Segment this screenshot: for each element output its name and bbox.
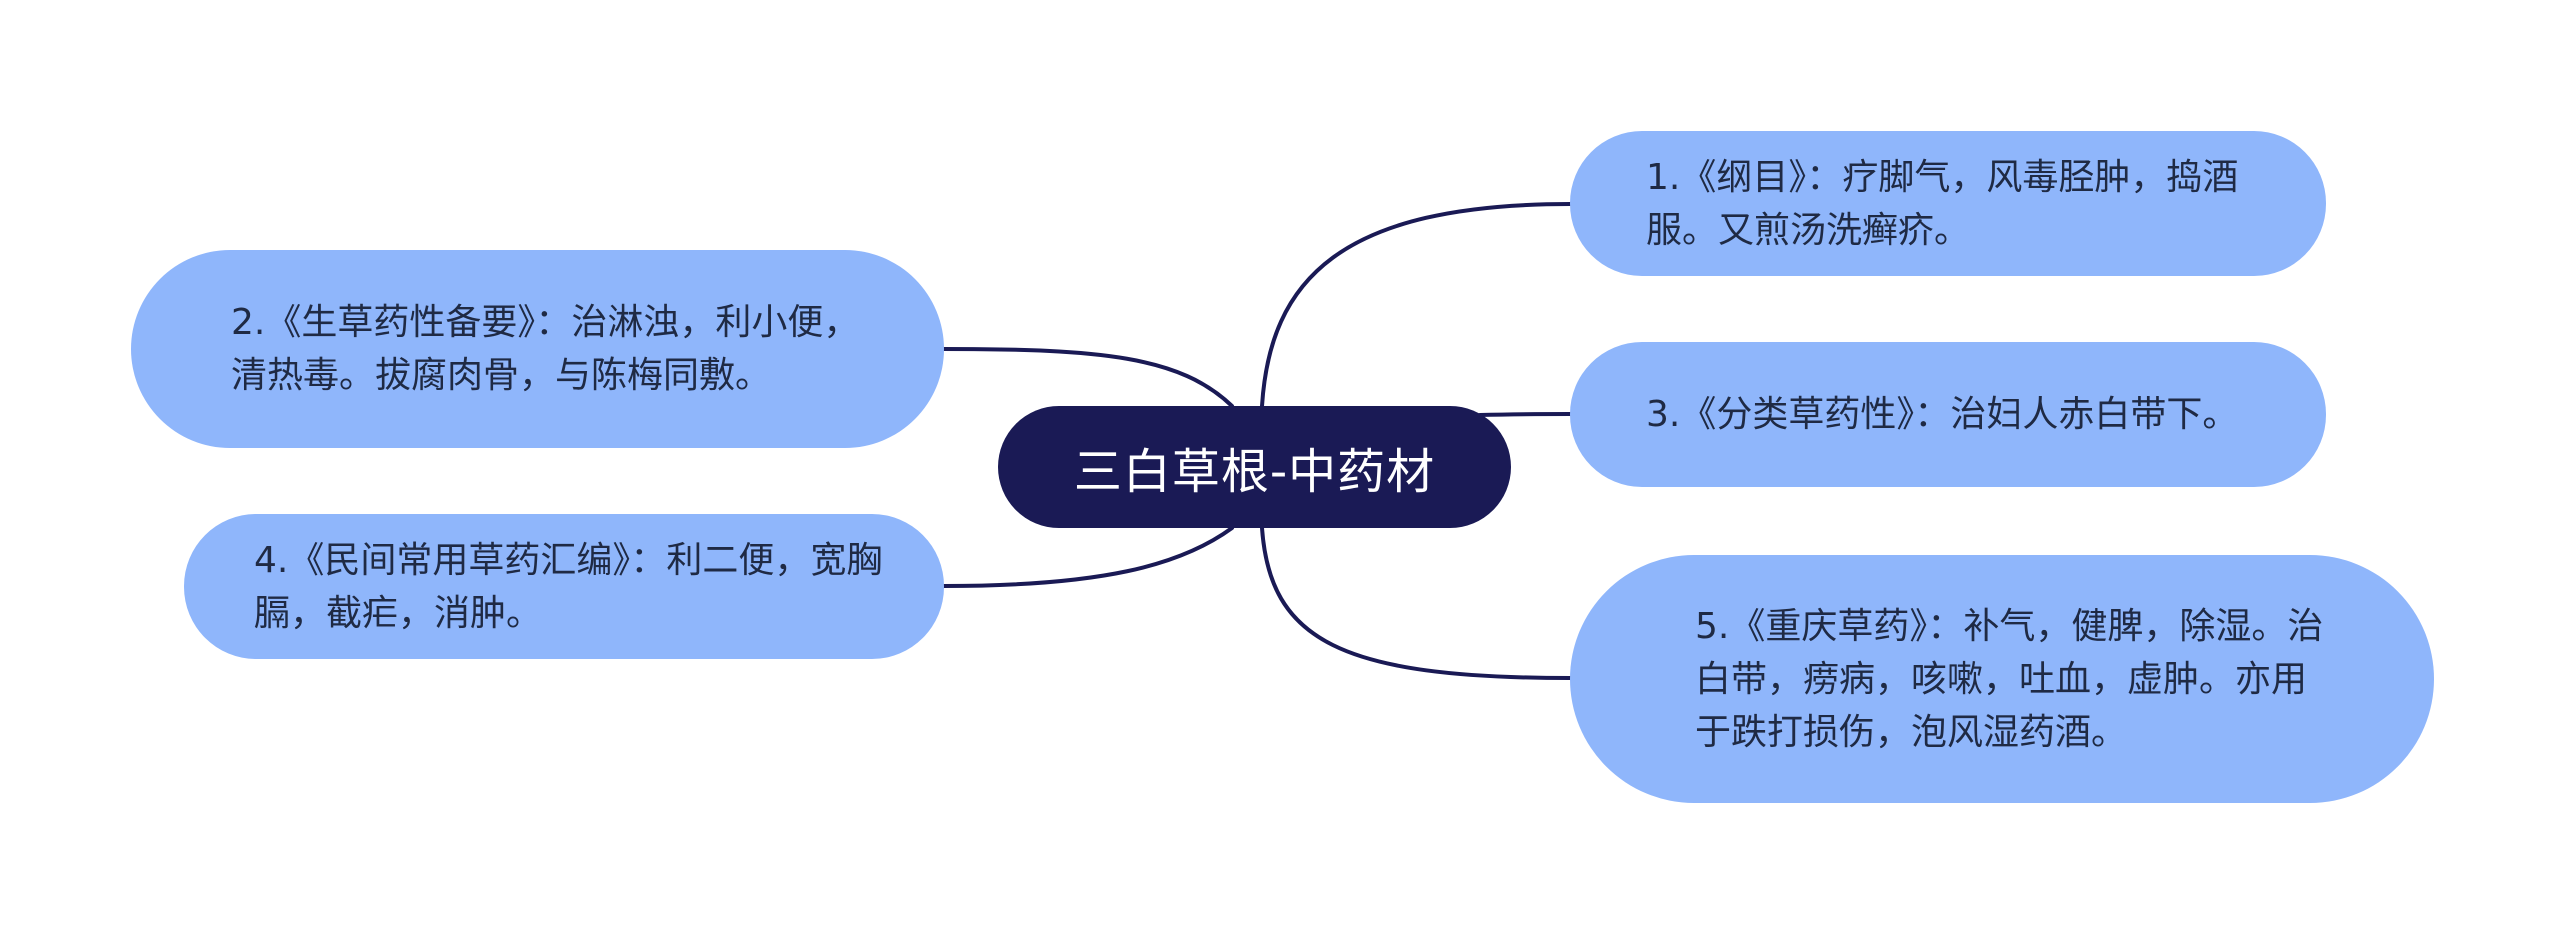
root-topic-label: 三白草根-中药材: [1073, 444, 1436, 500]
root-topic[interactable]: 三白草根-中药材: [998, 406, 1511, 528]
branch-topic-2[interactable]: 2.《生草药性备要》：治淋浊，利小便，清热毒。拔腐肉骨，与陈梅同敷。: [131, 250, 944, 448]
connector-root-to-branch-2: [942, 347, 1234, 408]
connector-root-to-branch-4: [942, 526, 1234, 588]
branch-topic-5[interactable]: 5.《重庆草药》：补气，健脾，除湿。治白带，痨病，咳嗽，吐血，虚肿。亦用于跌打损…: [1570, 555, 2434, 803]
branch-topic-4[interactable]: 4.《民间常用草药汇编》：利二便，宽胸膈，截疟，消肿。: [184, 514, 944, 659]
connector-root-to-branch-5: [1260, 526, 1572, 680]
branch-topic-3-text: 3.《分类草药性》：治妇人赤白带下。: [1646, 394, 2239, 435]
connector-root-to-branch-3: [1478, 412, 1572, 417]
branch-topic-1-text: 1.《纲目》：疗脚气，风毒胫肿，捣酒服。又煎汤洗癣疥。: [1646, 156, 2239, 251]
branch-topic-4-text: 4.《民间常用草药汇编》：利二便，宽胸膈，截疟，消肿。: [254, 539, 883, 634]
connector-root-to-branch-1: [1260, 202, 1572, 408]
branch-topic-1[interactable]: 1.《纲目》：疗脚气，风毒胫肿，捣酒服。又煎汤洗癣疥。: [1570, 131, 2326, 276]
branch-topic-5-text: 5.《重庆草药》：补气，健脾，除湿。治白带，痨病，咳嗽，吐血，虚肿。亦用于跌打损…: [1695, 605, 2324, 753]
branch-topic-3[interactable]: 3.《分类草药性》：治妇人赤白带下。: [1570, 342, 2326, 487]
branch-topic-2-text: 2.《生草药性备要》：治淋浊，利小便，清热毒。拔腐肉骨，与陈梅同敷。: [231, 302, 860, 396]
